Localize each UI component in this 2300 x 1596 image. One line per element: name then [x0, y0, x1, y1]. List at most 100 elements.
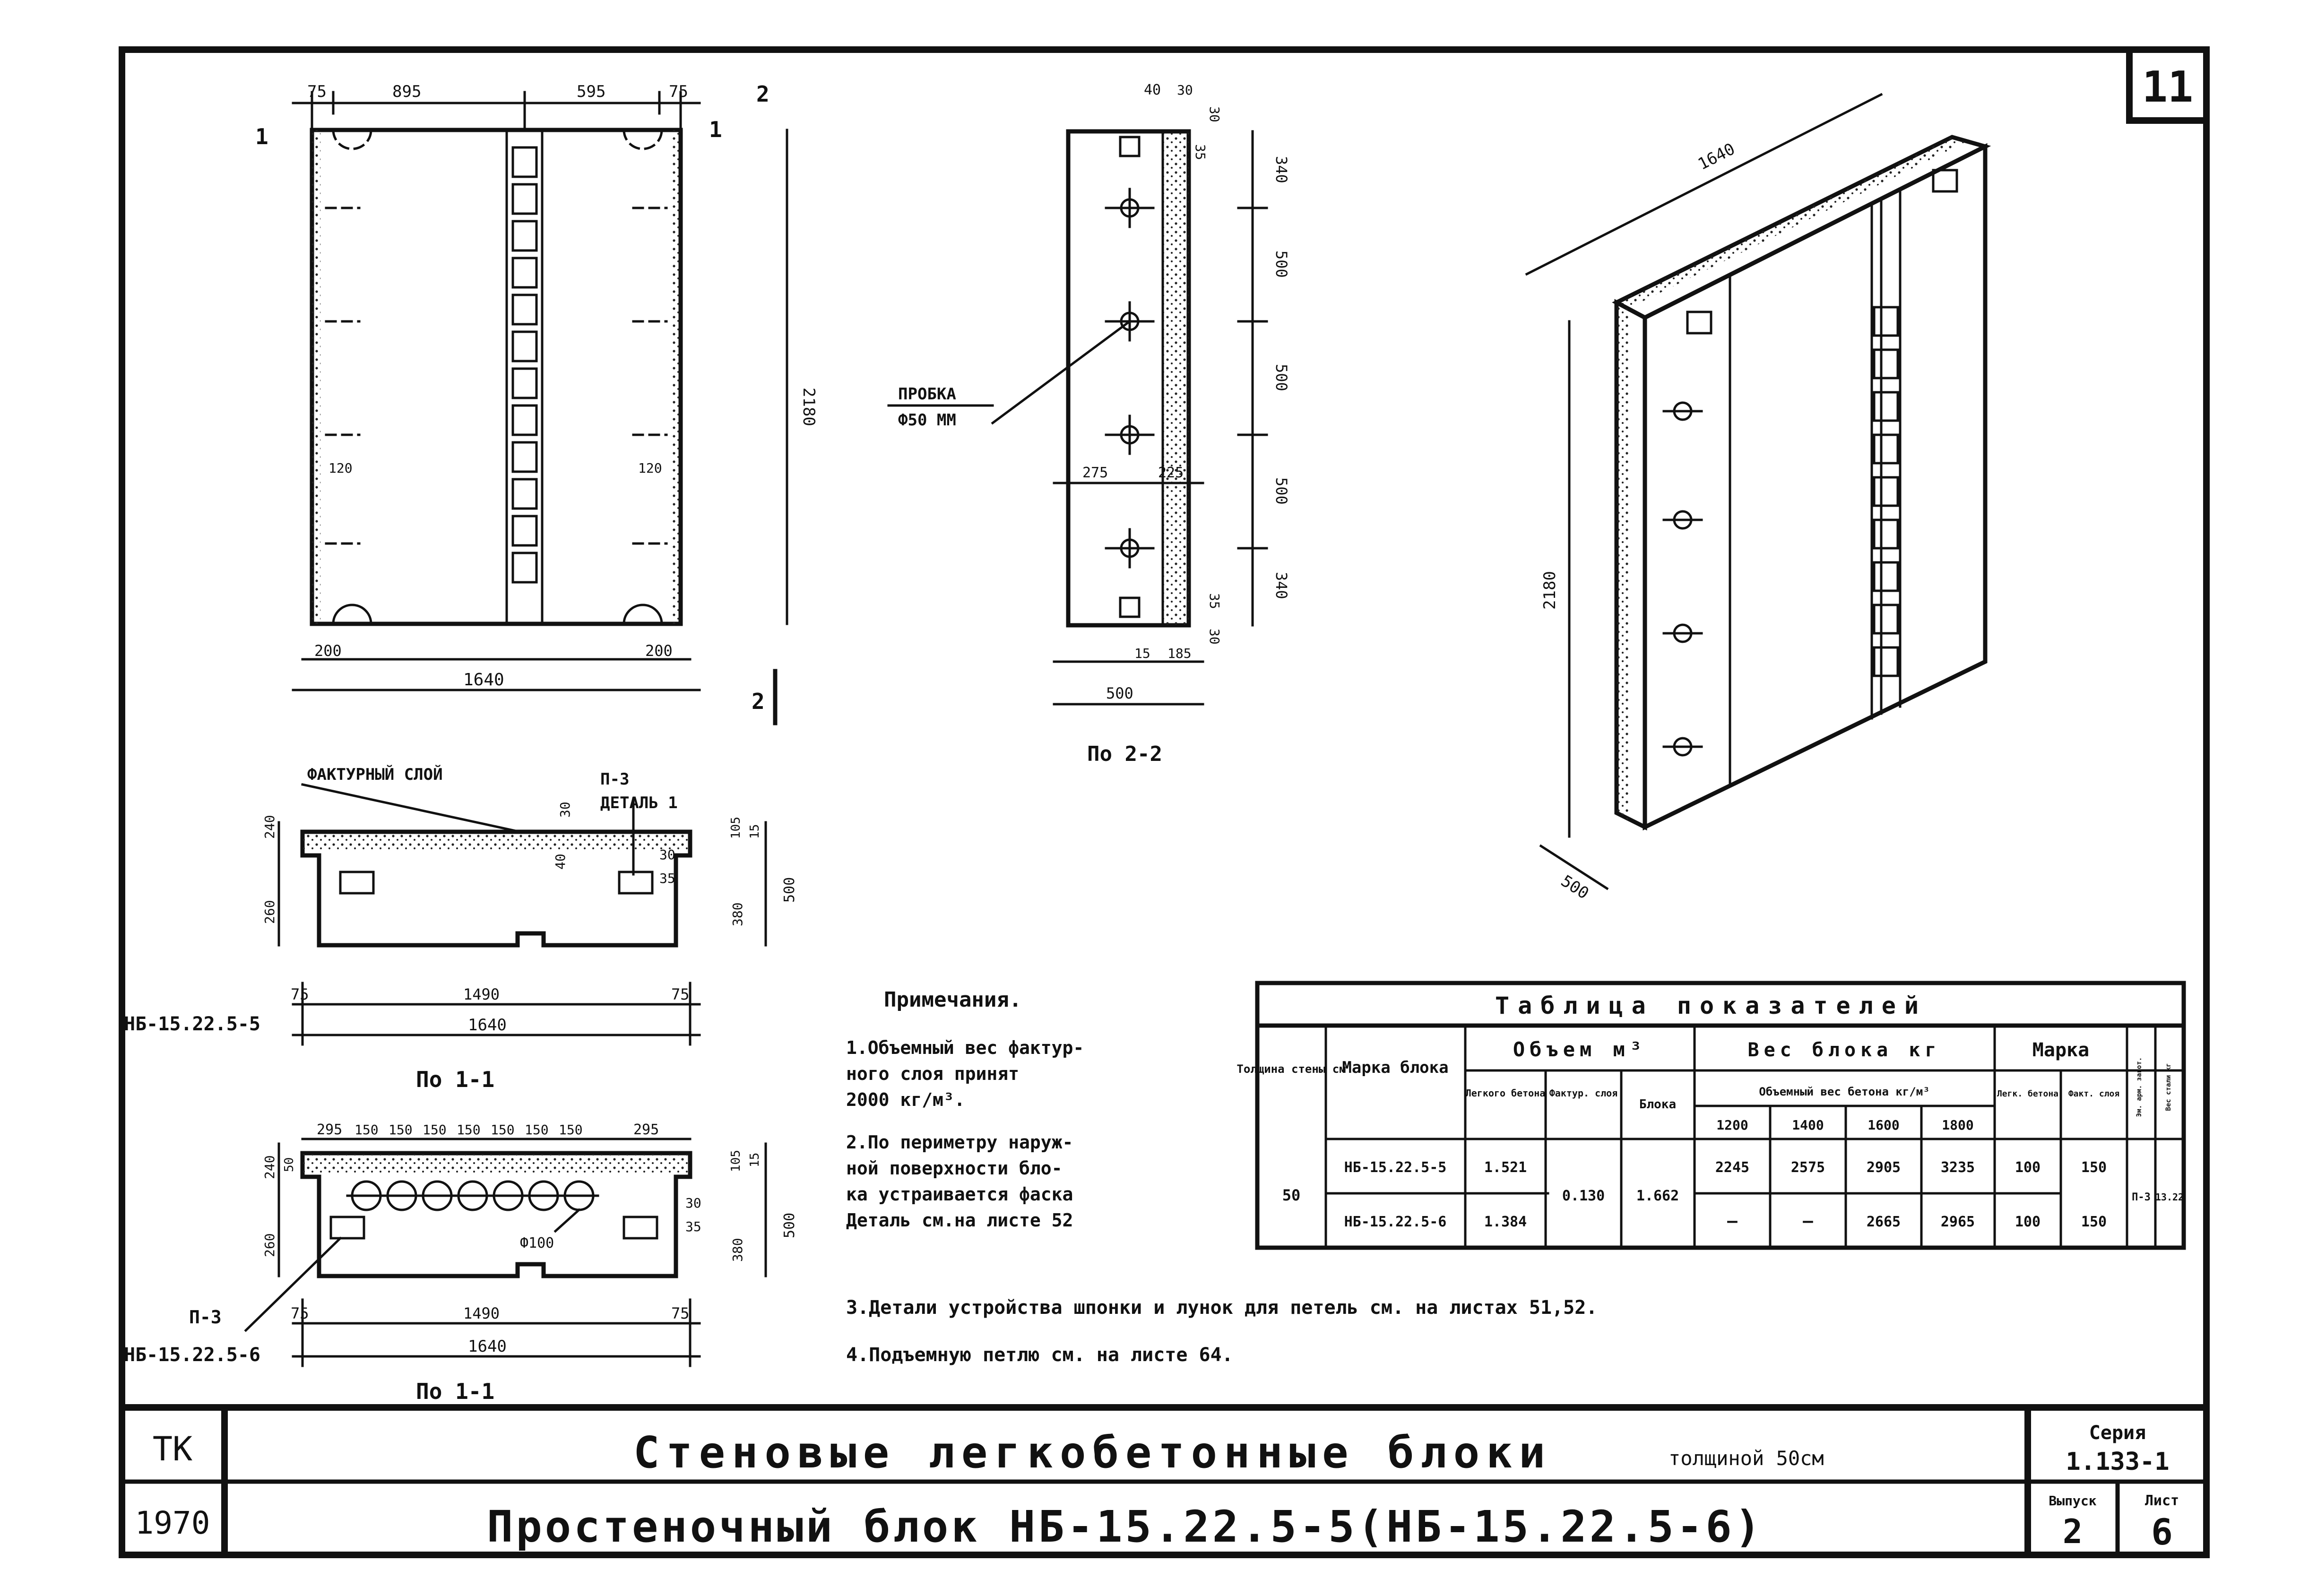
section-a-dim-right-2: 15: [748, 824, 762, 839]
table-h-volume: Объем м³: [1513, 1038, 1646, 1061]
front-inner-dim-right: 120: [638, 460, 662, 476]
table-row1-w1400: 2575: [1791, 1159, 1825, 1176]
table-h-light-conc2: Легк. бетона: [1997, 1089, 2058, 1099]
front-dim-height: 2180: [799, 388, 818, 426]
iso-dim-length: 1640: [1695, 139, 1738, 174]
front-dim-top-4: 75: [669, 82, 688, 101]
table-vol-block: 1.662: [1636, 1188, 1679, 1204]
side-dim-right-3: 500: [1272, 364, 1290, 391]
table-h-steel: Вес стали кг: [2165, 1063, 2172, 1111]
front-dim-width: 1640: [463, 670, 504, 690]
iso-dim-line-length: [1525, 93, 1883, 276]
p3-leader-b: [244, 1236, 342, 1332]
side-textured-layer: [1163, 131, 1189, 625]
side-dim-mid-2: 225: [1158, 465, 1184, 481]
lifting-loop-bottom-right: [623, 604, 663, 625]
section-mark-2-top: 2: [756, 81, 770, 107]
side-top-recess: [1119, 136, 1141, 157]
front-inner-dim-left: 120: [329, 460, 353, 476]
side-dim-right-7: 30: [1207, 629, 1222, 645]
section-b-dim-top-5: 150: [457, 1122, 481, 1138]
iso-front-face: [1643, 143, 1988, 831]
section-a-dim-mid-2: 30: [557, 802, 573, 818]
iso-plugs: [1662, 401, 1703, 757]
iso-top-face: [1612, 135, 1991, 320]
table-steel: 13.22: [2155, 1191, 2184, 1203]
note-3: 3.Детали устройства шпонки и лунок для п…: [846, 1297, 1597, 1319]
table-row2-w1600: 2665: [1867, 1214, 1901, 1230]
table-h-mark2: Марка: [2032, 1039, 2089, 1061]
front-key-recesses: [511, 146, 538, 584]
section-b-dim-top-2: 150: [355, 1122, 379, 1138]
section-a-dim-b2: 1490: [463, 985, 500, 1003]
section-b-dim-top-3: 150: [389, 1122, 413, 1138]
section-a-dim-b3: 75: [671, 985, 690, 1003]
table-h-text2: Факт. слоя: [2068, 1089, 2119, 1099]
front-dim-bottom-right: 200: [645, 642, 673, 660]
front-right-textured-edge: [672, 130, 681, 624]
plug-label-2: Ф50 ММ: [898, 411, 956, 430]
section-b-loop-right: [623, 1216, 658, 1240]
hole-leader: [553, 1208, 581, 1233]
section-mark-1-right: 1: [709, 117, 722, 142]
iso-view: 1640 2180 500: [1525, 93, 1991, 903]
side-dim-top-3: 30: [1207, 106, 1222, 122]
sheet-number-box: [2126, 46, 2210, 124]
table-h-textured: Фактур. слоя: [1549, 1087, 1618, 1099]
front-dim-top-2: 895: [392, 82, 421, 101]
section-a-loop-left: [339, 871, 375, 895]
note-2a: 2.По периметру наруж-: [846, 1132, 1073, 1153]
section-b-hole-label: Ф100: [520, 1235, 554, 1251]
note-4: 4.Подъемную петлю см. на листе 64.: [846, 1344, 1233, 1366]
side-dim-right-5: 340: [1272, 572, 1290, 599]
side-dim-ticks-right: [1237, 207, 1268, 550]
table-vol-text: 0.130: [1562, 1188, 1605, 1204]
section-b-dim-left-3: 260: [262, 1233, 277, 1257]
side-dim-right-1: 340: [1272, 156, 1290, 183]
sheet-number: 11: [2142, 62, 2193, 112]
front-dim-top-3: 595: [577, 82, 605, 101]
table-h-density-1: 1200: [1716, 1117, 1748, 1133]
section-b-caption: По 1-1: [416, 1379, 494, 1404]
table-h-thickness: Толщина стены см: [1236, 1062, 1346, 1076]
side-view-caption: По 2-2: [1087, 742, 1162, 766]
section-b-mark: НБ-15.22.5-6: [124, 1344, 260, 1366]
title-year: 1970: [135, 1505, 210, 1541]
textured-layer-leader: [301, 783, 521, 833]
series-value: 1.133-1: [2066, 1448, 2169, 1476]
section-a-dim-mid-3: 30: [659, 847, 675, 863]
section-b-dim-right-5: 380: [730, 1238, 745, 1262]
table-row1-w1800: 3235: [1941, 1159, 1975, 1176]
side-dim-mid-1: 275: [1082, 465, 1108, 481]
series-label: Серия: [2089, 1422, 2146, 1444]
iso-left-textured: [1617, 302, 1628, 820]
side-dim-right-6: 35: [1207, 593, 1222, 609]
side-dim-bottom-3: 500: [1106, 684, 1133, 702]
side-bottom-recess: [1119, 596, 1141, 618]
table-h-density-4: 1800: [1942, 1117, 1973, 1133]
issue-value: 2: [2063, 1512, 2083, 1551]
side-dim-top-1: 40: [1144, 82, 1161, 98]
section-a-dim-mid-4: 35: [659, 871, 675, 886]
side-plugs: [1105, 188, 1155, 569]
table-row2-m-light: 100: [2015, 1214, 2041, 1230]
section-a-textured-layer: [303, 833, 690, 852]
table-h-density-3: 1600: [1868, 1117, 1899, 1133]
section-a-caption: По 1-1: [416, 1067, 494, 1092]
section-a-outline: [300, 829, 692, 948]
section-b-dim-top-7: 150: [525, 1122, 549, 1138]
section-a-dim-left-2: 260: [262, 900, 277, 924]
table-row2-vol-light: 1.384: [1484, 1214, 1527, 1230]
table-row1-mark: НБ-15.22.5-5: [1344, 1159, 1447, 1176]
table-h-block: Блока: [1639, 1097, 1676, 1112]
lifting-loop-top-right: [623, 129, 663, 150]
section-a-dim-right-4: 500: [781, 877, 798, 903]
section-b-dim-right-3: 30: [685, 1195, 701, 1211]
section-a-loop-right: [618, 871, 654, 895]
issue-label: Выпуск: [2049, 1493, 2096, 1509]
table-row1-m-light: 100: [2015, 1159, 2041, 1176]
sheet-frame: [119, 46, 2210, 1558]
table-thickness: 50: [1282, 1186, 1301, 1204]
notes-heading: Примечания.: [884, 988, 1021, 1012]
section-b-dim-top-4: 150: [423, 1122, 447, 1138]
